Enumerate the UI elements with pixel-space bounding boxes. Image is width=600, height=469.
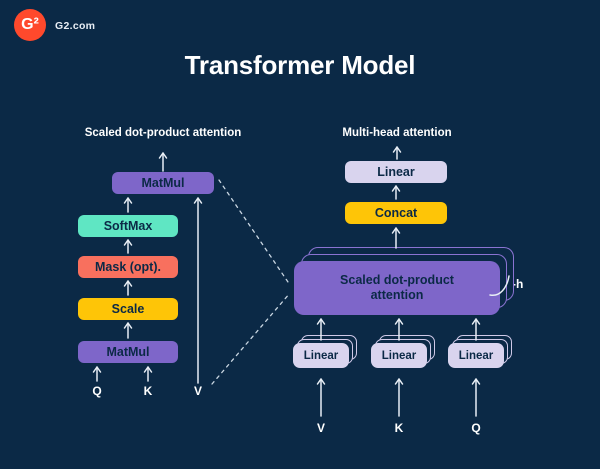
node-matmul-bottom-label: MatMul xyxy=(106,344,150,359)
node-linear-q: Linear xyxy=(448,343,504,368)
g2-logo-icon: G² xyxy=(14,9,46,41)
node-scaled-dot-product-attention: Scaled dot-product attention xyxy=(294,261,500,315)
g2-logo-glyph: G² xyxy=(21,16,39,33)
heads-count-label: -h xyxy=(512,277,524,291)
node-mask-opt-label: Mask (opt). xyxy=(95,259,161,274)
brand-name: G2.com xyxy=(55,20,96,32)
node-linear-v-label: Linear xyxy=(303,349,339,362)
input-label-k-left: K xyxy=(143,384,153,398)
heading-scaled-dot-product: Scaled dot-product attention xyxy=(84,127,242,139)
node-matmul-top-label: MatMul xyxy=(141,175,185,190)
node-linear-q-label: Linear xyxy=(458,349,494,362)
dashed-link-bottom xyxy=(211,292,291,385)
node-softmax: SoftMax xyxy=(78,215,178,237)
node-mask-opt: Mask (opt). xyxy=(78,256,178,278)
node-matmul-top: MatMul xyxy=(112,172,214,194)
node-scale: Scale xyxy=(78,298,178,320)
node-scaled-dot-product-attention-label: Scaled dot-product attention xyxy=(340,273,454,302)
node-matmul-bottom: MatMul xyxy=(78,341,178,363)
node-linear-v: Linear xyxy=(293,343,349,368)
node-linear-output: Linear xyxy=(345,161,447,183)
input-label-v-left: V xyxy=(193,384,203,398)
page-title: Transformer Model xyxy=(184,50,416,80)
node-concat: Concat xyxy=(345,202,447,224)
heading-multi-head: Multi-head attention xyxy=(342,127,452,139)
node-scale-label: Scale xyxy=(111,301,145,316)
dashed-link-top xyxy=(218,179,291,286)
node-softmax-label: SoftMax xyxy=(103,218,153,233)
input-label-q-left: Q xyxy=(92,384,102,398)
node-linear-output-label: Linear xyxy=(377,164,415,179)
input-label-q-right: Q xyxy=(471,421,481,435)
input-label-v-right: V xyxy=(316,421,326,435)
node-linear-k-label: Linear xyxy=(381,349,417,362)
node-concat-label: Concat xyxy=(374,205,418,220)
input-label-k-right: K xyxy=(394,421,404,435)
node-linear-k: Linear xyxy=(371,343,427,368)
